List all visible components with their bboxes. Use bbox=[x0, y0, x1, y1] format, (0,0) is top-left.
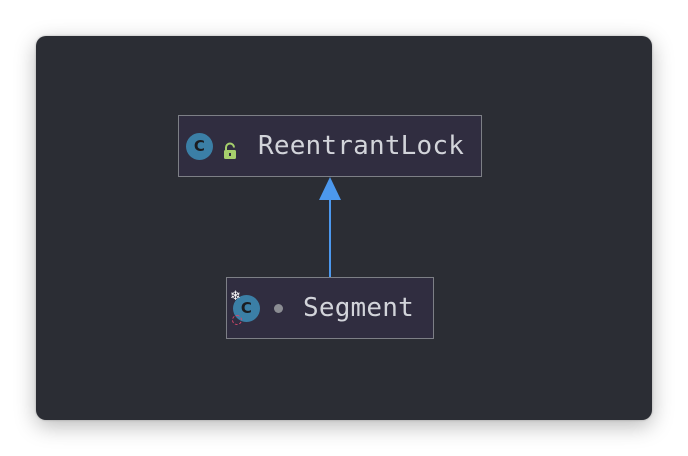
diagram-edges bbox=[319, 177, 341, 277]
node-label: Segment bbox=[303, 293, 414, 323]
node-segment[interactable]: C ❄ Segment bbox=[226, 277, 434, 339]
node-label: ReentrantLock bbox=[258, 131, 465, 161]
diagram-canvas: C ReentrantLock C ❄ Segment bbox=[36, 36, 652, 420]
class-icon-glyph: C bbox=[240, 299, 253, 317]
class-icon: C ❄ bbox=[230, 290, 260, 325]
node-reentrantlock[interactable]: C ReentrantLock bbox=[178, 115, 482, 177]
lock-icon bbox=[222, 137, 238, 159]
class-icon: C bbox=[186, 132, 213, 160]
snowflake-icon: ❄ bbox=[230, 288, 242, 304]
dot-icon bbox=[274, 303, 283, 313]
class-icon-glyph: C bbox=[193, 137, 206, 155]
edge-arrowhead bbox=[319, 177, 341, 200]
inherited-badge-icon bbox=[232, 314, 242, 325]
